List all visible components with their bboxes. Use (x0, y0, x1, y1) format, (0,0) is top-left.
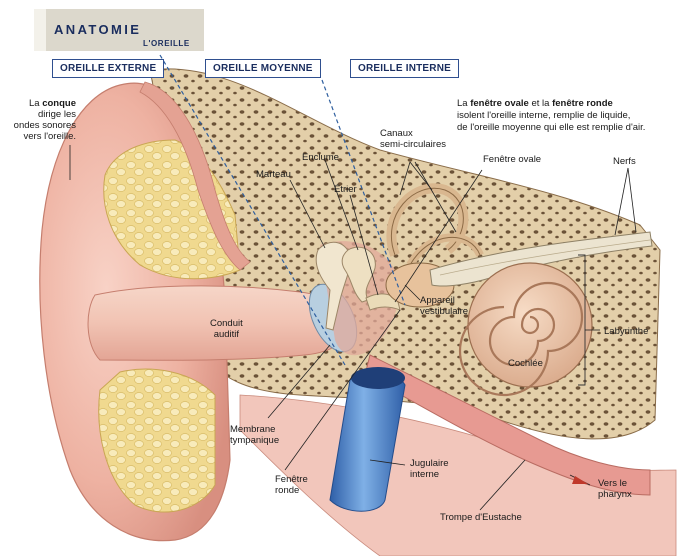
title-box (34, 9, 204, 51)
title-accent (34, 9, 46, 51)
label-conque: La conque dirige les ondes sonores vers … (13, 98, 76, 142)
incus (341, 246, 376, 303)
divider-middle-inner (321, 79, 406, 306)
page-title: ANATOMIE (54, 22, 142, 37)
leader-lines (69, 145, 637, 511)
label-enclume: Enclume (302, 152, 339, 163)
section-internal: OREILLE INTERNE (350, 59, 460, 78)
windows-note: La fenêtre ovale et la fenêtre ronde iso… (457, 98, 646, 133)
label-marteau: Marteau (256, 169, 291, 180)
label-conduit-auditif: Conduit auditif (210, 318, 243, 340)
nerve-bundle (429, 231, 653, 287)
label-fenetre-ronde: Fenêtre ronde (275, 474, 308, 496)
label-fenetre-ovale: Fenêtre ovale (483, 154, 542, 165)
label-cochlee: Cochlée (508, 358, 543, 369)
eustachian-tube (364, 354, 651, 496)
lower-cartilage (98, 368, 216, 513)
page-subtitle: L'OREILLE (143, 39, 190, 48)
upper-skin-strip (139, 81, 251, 271)
label-appareil-vestibulaire: Appareil vestibulaire (420, 295, 469, 317)
label-membrane-tympanique: Membrane tympanique (230, 424, 280, 446)
label-nerfs: Nerfs (613, 156, 636, 167)
section-middle: OREILLE MOYENNE (205, 59, 321, 78)
malleus (315, 241, 351, 331)
label-vers-pharynx: Vers le pharynx (598, 478, 632, 500)
label-trompe-eustache: Trompe d'Eustache (440, 512, 522, 523)
label-labyrinthe: Labyrinthe (604, 326, 649, 337)
labyrinth-bracket (578, 254, 586, 386)
label-canaux: Canaux semi-circulaires (380, 128, 446, 150)
section-external: OREILLE EXTERNE (52, 59, 165, 78)
label-jugulaire-interne: Jugulaire interne (410, 458, 449, 480)
label-etrier: Étrier (334, 184, 357, 195)
